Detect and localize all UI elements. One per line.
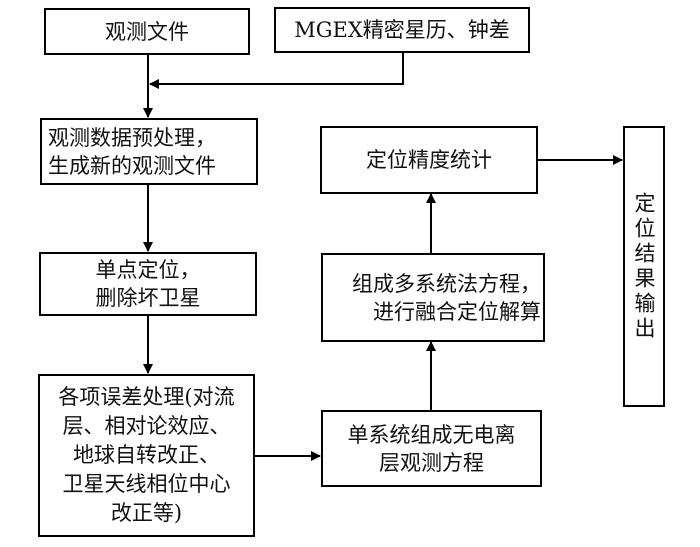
node-label: 观测文件 [105, 19, 189, 44]
node-multi-system-solution: 组成多系统法方程， 进行融合定位解算 [321, 253, 545, 342]
node-label: MGEX精密星历、钟差 [294, 18, 510, 42]
node-preprocess: 观测数据预处理， 生成新的观测文件 [40, 118, 258, 185]
node-observation-file: 观测文件 [44, 8, 250, 55]
node-result-output: 定位结果输出 [623, 126, 665, 407]
node-label: 定位精度统计 [366, 148, 492, 172]
node-label: 观测数据预处理， 生成新的观测文件 [48, 125, 216, 178]
node-single-point-positioning: 单点定位， 删除坏卫星 [39, 252, 257, 316]
arrow-mgex-to-merge [149, 53, 404, 89]
node-mgex-ephemeris: MGEX精密星历、钟差 [274, 7, 530, 53]
node-label: 定位结果输出 [632, 191, 656, 342]
node-accuracy-statistics: 定位精度统计 [320, 126, 538, 194]
node-ionosphere-free: 单系统组成无电离 层观测方程 [321, 410, 542, 487]
node-label: 单点定位， 删除坏卫星 [95, 258, 201, 310]
node-error-processing: 各项误差处理(对流 层、相对论效应、 地球自转改正、 卫星天线相位中心 改正等) [38, 374, 255, 537]
node-label: 各项误差处理(对流 层、相对论效应、 地球自转改正、 卫星天线相位中心 改正等) [58, 385, 235, 525]
node-label: 单系统组成无电离 层观测方程 [347, 422, 516, 475]
node-label: 组成多系统法方程， 进行融合定位解算 [352, 271, 541, 324]
